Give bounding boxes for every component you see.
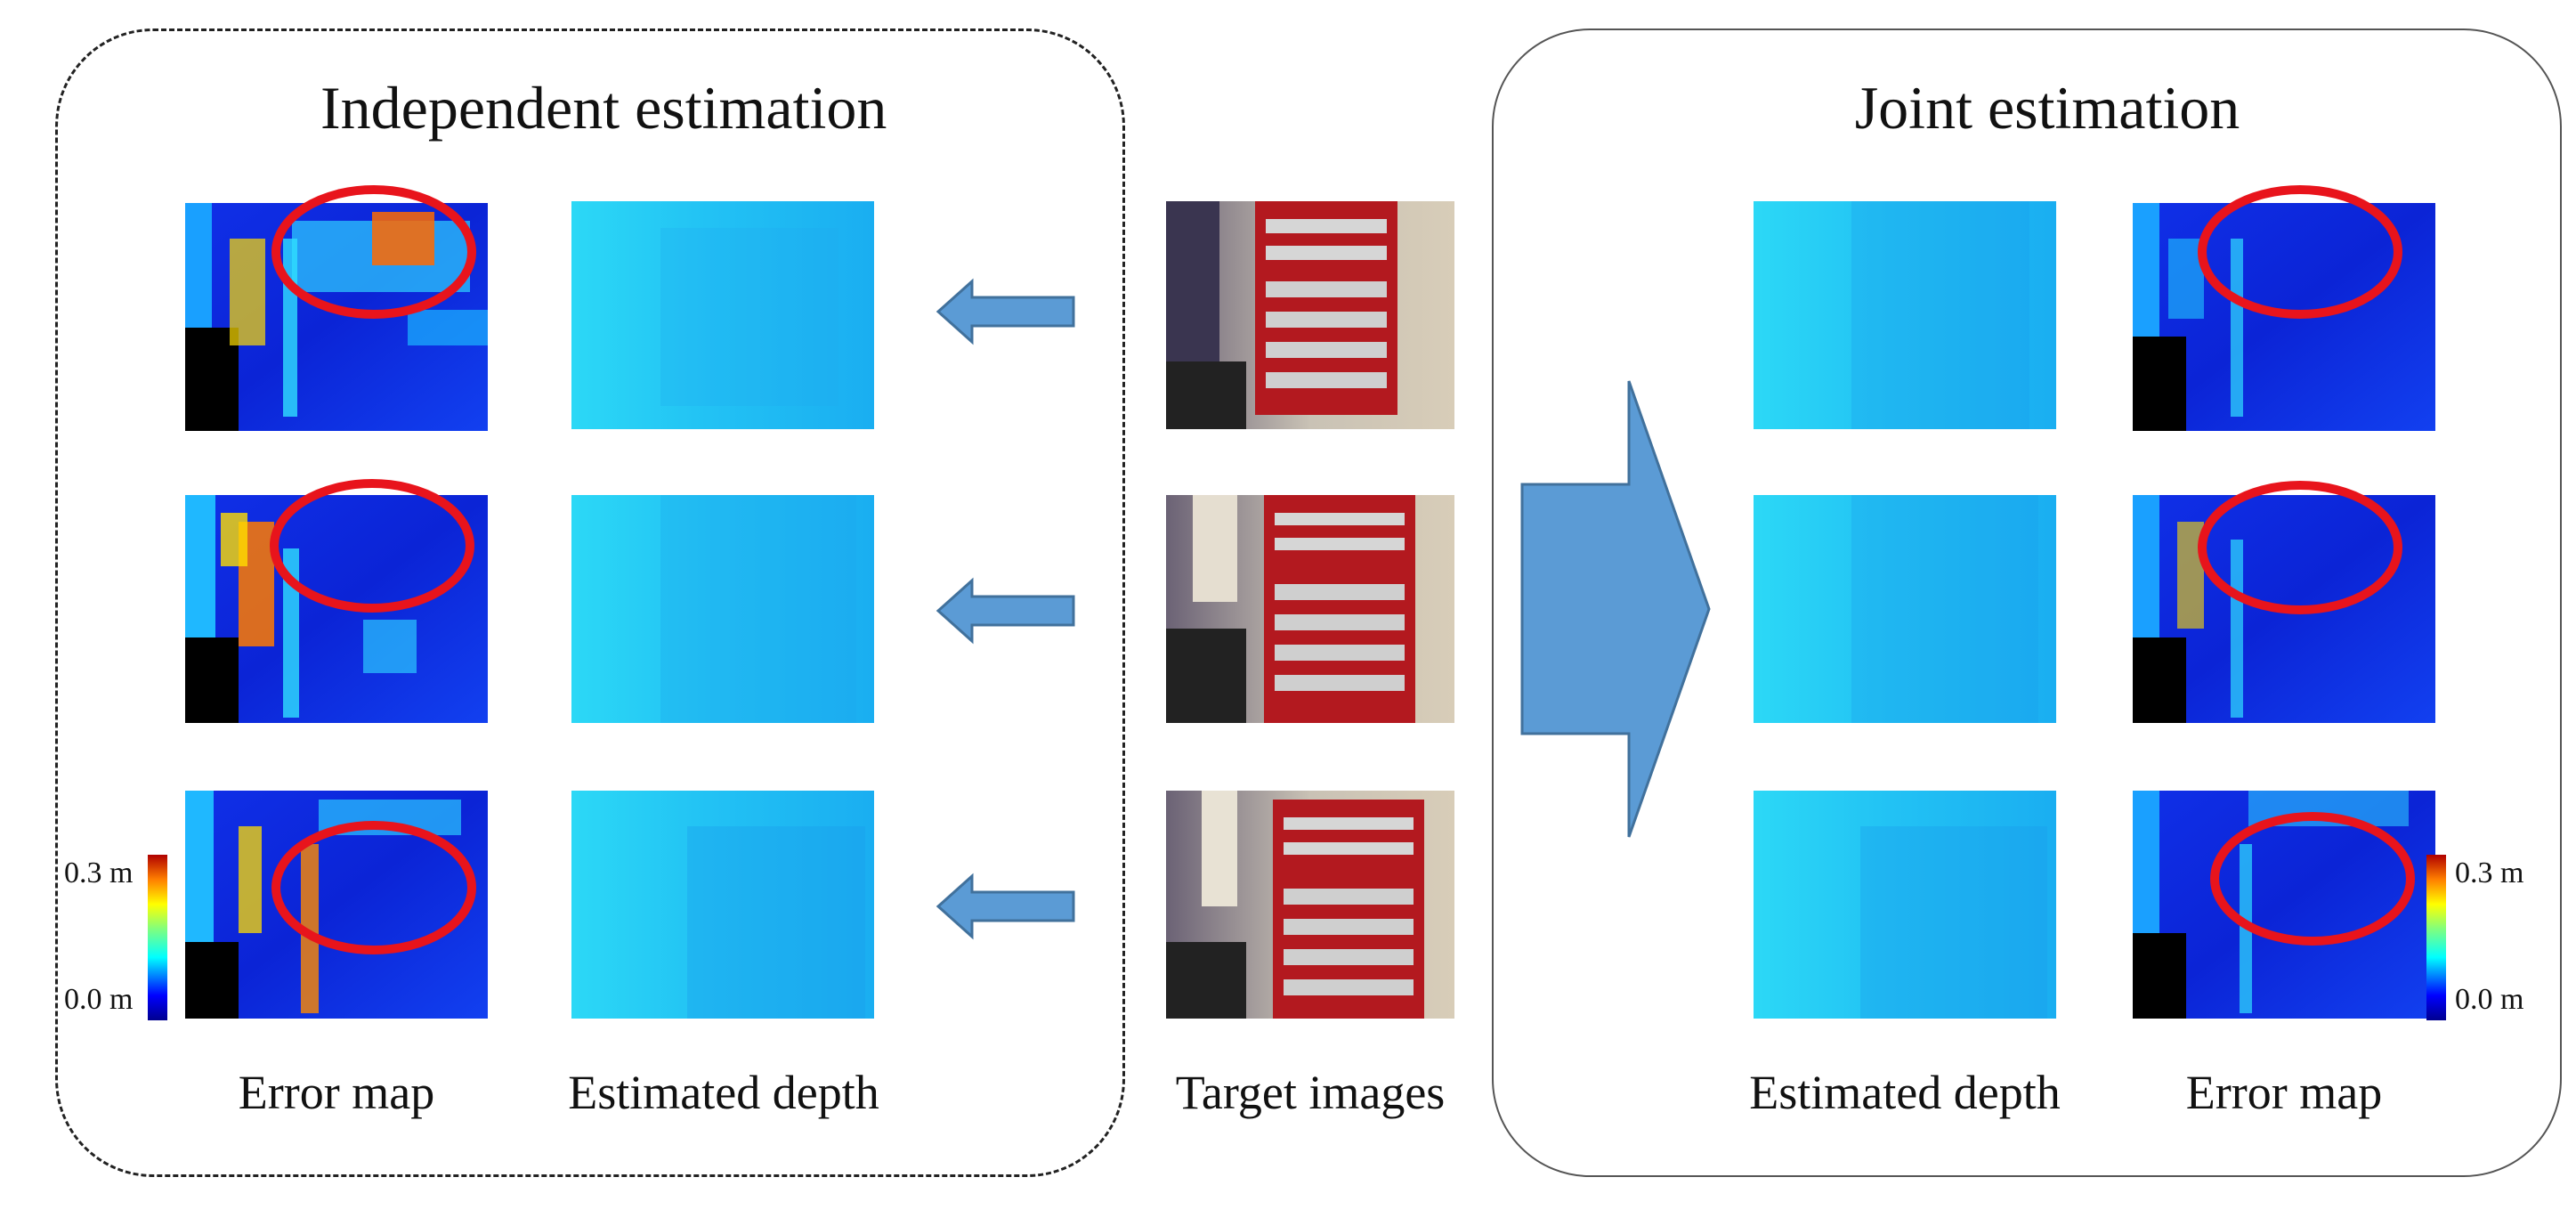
- error-map-image: [185, 495, 488, 723]
- estimated-depth-right-2: [1754, 495, 2056, 723]
- joint-estimation-title: Joint estimation: [1854, 74, 2240, 142]
- independent-estimation-panel: [55, 28, 1125, 1177]
- arrow-left-icon: [936, 577, 1075, 645]
- left-estimated-depth-label: Estimated depth: [568, 1066, 879, 1119]
- right-error-map-label: Error map: [2185, 1066, 2383, 1119]
- highlight-ellipse: [2210, 812, 2415, 946]
- colorbar-jet-icon: [148, 855, 167, 1020]
- photo-image: [1166, 201, 1454, 429]
- independent-estimation-title: Independent estimation: [320, 74, 887, 142]
- estimated-depth-left-3: [571, 791, 874, 1019]
- right-estimated-depth-label: Estimated depth: [1749, 1066, 2061, 1119]
- highlight-ellipse: [2198, 185, 2402, 319]
- depth-image: [1754, 791, 2056, 1019]
- error-map-image: [2133, 791, 2435, 1019]
- estimated-depth-right-1: [1754, 201, 2056, 429]
- depth-image: [1754, 495, 2056, 723]
- arrow-left-icon: [936, 278, 1075, 345]
- colorbar-max-label: 0.3 m: [2455, 857, 2524, 889]
- highlight-ellipse: [2198, 481, 2402, 614]
- estimated-depth-left-1: [571, 201, 874, 429]
- target-images-label: Target images: [1175, 1066, 1446, 1119]
- depth-image: [571, 791, 874, 1019]
- error-map-image: [185, 203, 488, 431]
- error-map-left-2: [185, 495, 488, 723]
- target-image-3: [1166, 791, 1454, 1019]
- highlight-ellipse: [270, 479, 474, 613]
- highlight-ellipse: [271, 185, 476, 319]
- error-map-right-3: [2133, 791, 2435, 1019]
- estimated-depth-left-2: [571, 495, 874, 723]
- photo-image: [1166, 495, 1454, 723]
- depth-image: [571, 201, 874, 429]
- depth-image: [571, 495, 874, 723]
- colorbar-min-label: 0.0 m: [64, 983, 134, 1016]
- highlight-ellipse: [271, 821, 476, 954]
- error-map-left-1: [185, 203, 488, 431]
- colorbar-max-label: 0.3 m: [64, 857, 134, 889]
- estimated-depth-right-3: [1754, 791, 2056, 1019]
- left-error-map-label: Error map: [238, 1066, 435, 1119]
- photo-image: [1166, 791, 1454, 1019]
- joint-estimation-panel: [1492, 28, 2562, 1177]
- colorbar-min-label: 0.0 m: [2455, 983, 2524, 1016]
- arrow-right-big-icon: [1520, 380, 1711, 838]
- colorbar-jet-icon: [2426, 855, 2446, 1020]
- target-image-1: [1166, 201, 1454, 429]
- depth-image: [1754, 201, 2056, 429]
- target-image-2: [1166, 495, 1454, 723]
- arrow-left-icon: [936, 873, 1075, 940]
